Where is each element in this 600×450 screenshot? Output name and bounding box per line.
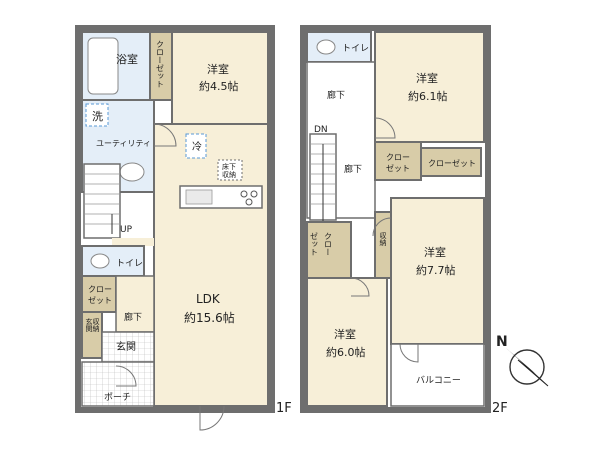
closet2-label-a: クロー xyxy=(88,285,112,294)
closet-a-label-1: クロー xyxy=(386,153,410,162)
room77-name: 洋室 xyxy=(424,245,446,259)
room45-size: 約4.5帖 xyxy=(199,79,239,93)
toilet-1f-label: トイレ xyxy=(116,259,143,269)
door-swing-room77 xyxy=(372,217,392,237)
floor-1: 浴室 クローゼット 洋室 約4.5帖 洗 ユーティリティ 冷 床下 収納 UP … xyxy=(75,25,292,431)
room-4-5 xyxy=(171,31,269,125)
closet-a-label-2: ゼット xyxy=(386,163,410,173)
hall-1f-label: 廊下 xyxy=(124,311,142,323)
entrance-storage-label-2: 収納 xyxy=(92,318,100,333)
compass-n-label: N xyxy=(496,334,508,350)
underfloor-label-2: 収納 xyxy=(222,170,236,179)
dn-label: DN xyxy=(314,125,328,135)
closet-v-label-2: クロー xyxy=(324,232,333,256)
entrance-storage-label-1: 玄関 xyxy=(85,317,93,333)
entrance xyxy=(101,331,155,363)
fridge-label: 冷 xyxy=(192,140,202,153)
stove-burner-3 xyxy=(245,198,253,206)
utility-label: ユーティリティ xyxy=(96,139,151,148)
room60-name: 洋室 xyxy=(334,327,356,341)
door-swing-ldk-bottom xyxy=(199,405,225,431)
closet2-label-b: ゼット xyxy=(88,295,112,305)
ldk-extension xyxy=(112,238,154,246)
bath-label: 浴室 xyxy=(116,52,138,66)
balcony-label: バルコニー xyxy=(416,375,461,386)
door-swing-ldk xyxy=(153,123,177,147)
wash-label: 洗 xyxy=(92,110,103,123)
room45-name: 洋室 xyxy=(207,62,229,76)
porch-label: ポーチ xyxy=(104,392,131,403)
stair-steps-1f xyxy=(84,173,120,225)
wash-basin xyxy=(119,162,145,182)
compass: N xyxy=(496,334,549,387)
bathtub xyxy=(87,37,119,95)
floor2-label: 2F xyxy=(492,401,508,416)
ldk-room xyxy=(153,123,269,407)
kitchen-sink xyxy=(185,189,213,205)
closet-b-label: クローゼット xyxy=(428,158,476,168)
door-swing-room60 xyxy=(350,277,370,297)
hall-mid-label: 廊下 xyxy=(344,163,362,175)
stairs-1f xyxy=(83,163,121,239)
toilet-bowl-1f xyxy=(90,253,110,269)
compass-needle-north xyxy=(506,348,536,374)
room-6-1 xyxy=(374,31,485,143)
stove-burner-1 xyxy=(240,190,248,198)
ldk-size: 約15.6帖 xyxy=(184,310,235,325)
balcony xyxy=(390,343,485,407)
closet1-label: クローゼット xyxy=(156,40,165,88)
stove-burner-2 xyxy=(250,190,258,198)
room-6-0 xyxy=(306,277,388,407)
hall-1f xyxy=(115,275,155,333)
washer-space xyxy=(85,103,109,127)
closet-v-label-1: ゼット xyxy=(310,232,319,256)
entrance-label: 玄関 xyxy=(116,340,136,353)
compass-ring xyxy=(509,349,545,385)
storage-label: 収納 xyxy=(379,232,387,247)
room60-size: 約6.0帖 xyxy=(326,345,366,359)
toilet-2f-label: トイレ xyxy=(342,44,369,54)
up-label: UP xyxy=(120,225,133,235)
room-7-7 xyxy=(390,197,485,345)
door-swing-entrance xyxy=(115,365,137,387)
underfloor-label-1: 床下 xyxy=(222,162,236,171)
closet-2f-v xyxy=(306,221,352,279)
door-swing-balcony xyxy=(399,343,419,363)
ldk-name: LDK xyxy=(196,292,221,306)
closet-1f-2 xyxy=(81,275,117,313)
hall-top-label: 廊下 xyxy=(327,89,345,101)
room61-size: 約6.1帖 xyxy=(408,89,448,103)
door-swing-room61 xyxy=(374,117,396,139)
floor-2: トイレ 廊下 DN 廊下 洋室 約6.1帖 クロー ゼット クローゼット ゼット… xyxy=(300,25,508,416)
compass-needle-south xyxy=(517,359,549,387)
porch xyxy=(81,361,155,407)
closet-2f-a xyxy=(374,141,422,181)
fridge-space xyxy=(185,133,207,159)
closet-2f-b xyxy=(420,147,482,177)
underfloor-storage xyxy=(217,159,243,181)
room61-name: 洋室 xyxy=(416,71,438,85)
toilet-bowl-2f xyxy=(316,39,336,55)
room77-size: 約7.7帖 xyxy=(416,263,456,277)
floor1-label: 1F xyxy=(276,401,292,416)
